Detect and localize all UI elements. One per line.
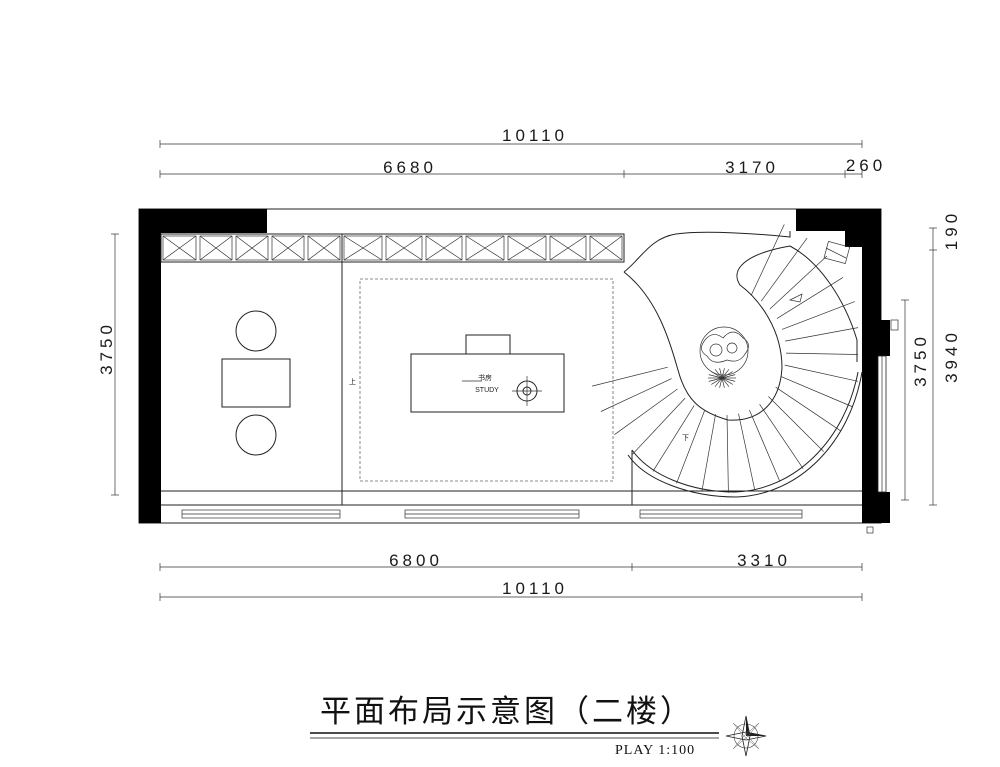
- stair-tread: [785, 352, 859, 355]
- shelf-cell: [271, 235, 305, 261]
- stair-tread: [726, 414, 729, 493]
- drawing-scale: PLAY 1:100: [615, 743, 695, 758]
- shelf-cell: [507, 235, 547, 261]
- bottom-windows: [181, 509, 803, 519]
- stair-tread: [769, 255, 828, 310]
- dim-top-seg3: 260: [846, 156, 886, 175]
- plant-icon: [699, 326, 749, 388]
- shelf-cell: [385, 235, 423, 261]
- north-arrow-compass-icon: [725, 715, 767, 757]
- bookshelf-row: [160, 233, 625, 263]
- drawing-title: 平面布局示意图（二楼）: [320, 694, 694, 729]
- study-area: 书房 STUDY 上: [349, 278, 614, 482]
- stair-tread: [761, 237, 808, 302]
- stair-tread: [738, 413, 756, 490]
- shelf-cell: [549, 235, 587, 261]
- stair-tread: [781, 301, 855, 330]
- dim-bottom-seg1: 6800: [389, 551, 443, 570]
- stair-tread: [614, 388, 678, 435]
- stair-treads: [592, 224, 859, 493]
- dim-right-total: 3940: [942, 329, 961, 383]
- left-dimension: 3750: [97, 233, 119, 496]
- spiral-staircase: 下: [592, 224, 863, 505]
- dim-top-total: 10110: [502, 126, 568, 145]
- study-ceiling-outline: [359, 278, 614, 482]
- shelf-cell: [343, 235, 383, 261]
- drawing-title-block: 平面布局示意图（二楼） PLAY 1:100: [310, 694, 719, 758]
- dim-top-seg2: 3170: [725, 158, 779, 177]
- stair-tread: [785, 327, 859, 342]
- dim-top-seg1: 6680: [383, 158, 437, 177]
- stair-tread: [781, 376, 854, 408]
- shelf-cell: [162, 235, 197, 261]
- shelf-cell: [235, 235, 269, 261]
- top-dimension-segments: 6680 3170 260: [159, 156, 886, 178]
- study-desk: [410, 353, 565, 413]
- desk-lamp-icon: [512, 376, 542, 406]
- stair-tread: [592, 366, 668, 387]
- top-dimension-total: 10110: [159, 126, 863, 148]
- stair-up-mark: 上: [349, 377, 356, 386]
- bottom-dimension-segments: 6800 3310: [159, 551, 863, 571]
- study-chair: [465, 334, 511, 355]
- stair-tread: [676, 410, 705, 484]
- right-dimensions: 3750 3940 190: [901, 210, 961, 506]
- stair-tread: [776, 277, 844, 319]
- stair-tread: [775, 386, 841, 431]
- room-label-study-cn: 书房: [478, 373, 492, 382]
- tea-table-set: [221, 310, 291, 456]
- stair-down-mark: 下: [682, 434, 689, 442]
- stair-tread: [652, 405, 695, 472]
- tea-table: [221, 358, 291, 408]
- chair-bottom: [235, 414, 277, 456]
- shelf-cell: [465, 235, 505, 261]
- shelf-cell: [425, 235, 463, 261]
- room-label-study-en: STUDY: [475, 387, 499, 394]
- stair-tread: [749, 409, 781, 482]
- stair-tread: [751, 224, 785, 296]
- stair-tread: [631, 397, 686, 456]
- shelf-cell: [589, 235, 623, 261]
- stair-tread: [784, 364, 859, 382]
- dim-bottom-total: 10110: [502, 579, 568, 598]
- shelf-cell: [199, 235, 233, 261]
- dim-bottom-seg2: 3310: [737, 551, 791, 570]
- stair-tread: [600, 378, 672, 412]
- stair-tread: [768, 396, 824, 452]
- dim-right-height: 3750: [911, 333, 930, 387]
- dim-left-height: 3750: [97, 321, 116, 375]
- bottom-dimension-total: 10110: [159, 579, 863, 601]
- shelf-cell: [307, 235, 341, 261]
- right-wall-opening: [866, 319, 899, 534]
- building-walls: [138, 208, 890, 524]
- stair-tread: [701, 413, 716, 491]
- stair-tread: [759, 404, 804, 469]
- chair-top: [235, 310, 277, 352]
- dim-right-top: 190: [942, 210, 961, 250]
